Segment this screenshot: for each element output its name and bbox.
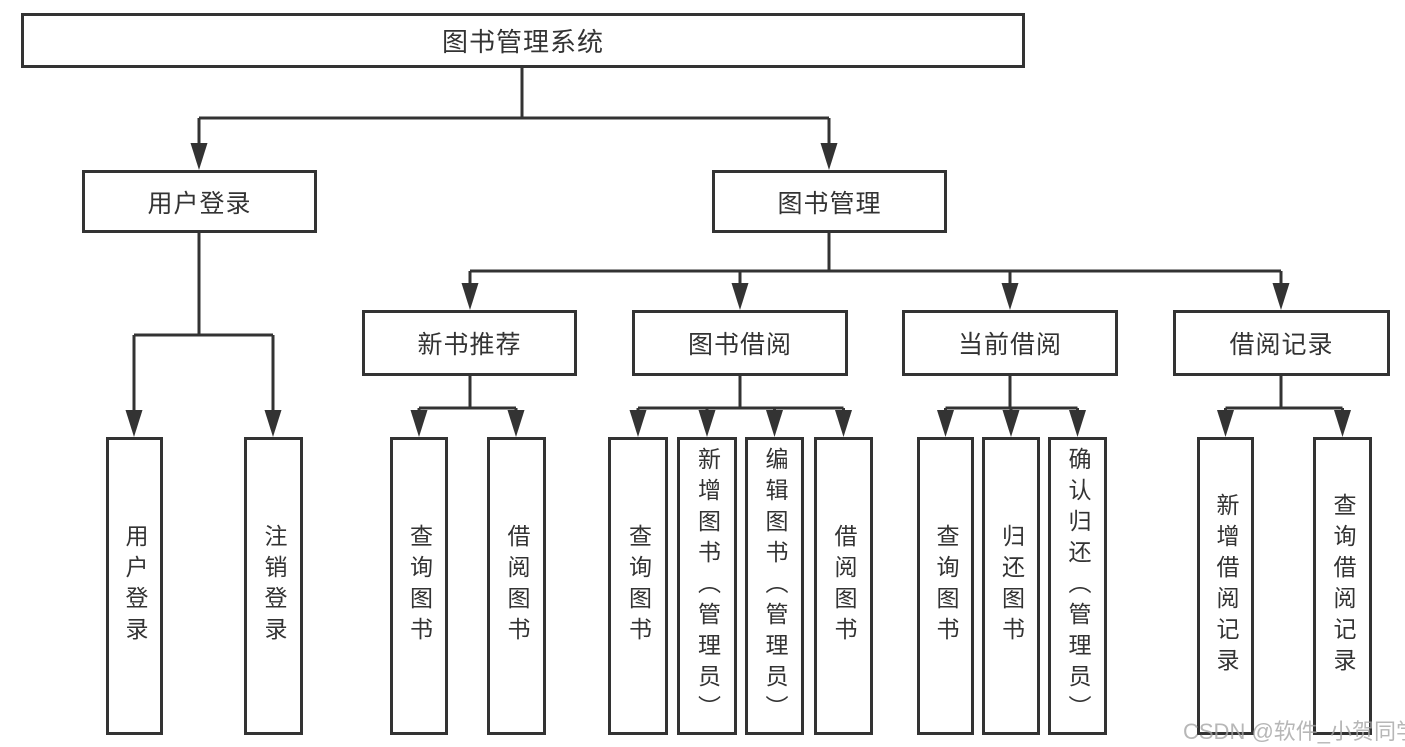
arrow-leaf-query-c (937, 410, 954, 437)
leaf-label: 用户登录 (122, 524, 148, 648)
leaf-label: 查询图书 (625, 524, 652, 648)
leaf-label: 查询图书 (406, 524, 433, 648)
arrow-leaf-query-record (1334, 410, 1351, 437)
edge-mgmt-trunk (468, 233, 1283, 285)
arrow-current (1001, 283, 1019, 310)
leaf-add-book-admin: 新增图书（管理员） (677, 437, 737, 735)
leaf-borrow-books-recommend: 借阅图书 (487, 437, 546, 735)
arrow-leaf-add-record (1217, 410, 1234, 437)
node-current-borrowing: 当前借阅 (902, 310, 1118, 376)
node-label: 当前借阅 (957, 331, 1062, 359)
node-book-borrowing: 图书借阅 (632, 310, 848, 376)
node-label: 图书管理系统 (441, 27, 604, 57)
leaf-add-borrow-record: 新增借阅记录 (1197, 437, 1254, 735)
node-new-book-recommend: 新书推荐 (362, 310, 577, 376)
node-label: 图书管理 (777, 189, 882, 218)
arrow-records (1272, 283, 1290, 310)
node-label: 新书推荐 (417, 331, 522, 359)
leaf-confirm-return-admin: 确认归还（管理员） (1048, 437, 1107, 735)
leaf-label: 查询借阅记录 (1330, 493, 1356, 679)
edge-current-trunk (944, 376, 1079, 414)
edge-recommend-trunk (417, 376, 518, 414)
csdn-watermark: CSDN @软件_小贺同学 (1183, 719, 1405, 744)
arrow-leaf-query-b (629, 410, 647, 437)
edge-records-trunk (1224, 376, 1344, 414)
node-label: 借阅记录 (1229, 331, 1334, 359)
leaf-label: 借阅图书 (504, 524, 530, 648)
leaf-label: 新增借阅记录 (1213, 493, 1239, 679)
leaf-edit-book-admin: 编辑图书（管理员） (745, 437, 804, 735)
arrow-login (190, 143, 208, 170)
leaf-label: 确认归还（管理员） (1065, 446, 1091, 726)
leaf-query-books-current: 查询图书 (917, 437, 974, 735)
leaf-query-books-borrow: 查询图书 (608, 437, 668, 735)
node-label: 用户登录 (147, 189, 252, 218)
arrow-mgmt (820, 143, 838, 170)
arrow-leaf-add-book (698, 410, 716, 437)
leaf-label: 查询图书 (933, 524, 959, 648)
node-book-management: 图书管理 (712, 170, 947, 233)
leaf-query-books-recommend: 查询图书 (390, 437, 448, 735)
leaf-label: 注销登录 (261, 524, 287, 648)
node-label: 图书借阅 (687, 331, 792, 359)
arrow-leaf-borrow-b (835, 410, 852, 437)
arrow-leaf-edit-book (766, 410, 783, 437)
arrow-leaf-confirm (1069, 410, 1086, 437)
arrow-leaf-user-login (125, 410, 143, 437)
arrow-leaf-query-a (410, 410, 428, 437)
arrow-leaf-logout (264, 410, 282, 437)
leaf-label: 新增图书（管理员） (694, 446, 721, 726)
leaf-return-books: 归还图书 (982, 437, 1040, 735)
leaf-label: 编辑图书（管理员） (762, 446, 788, 726)
arrow-leaf-return (1002, 410, 1020, 437)
node-library-system: 图书管理系统 (21, 13, 1025, 68)
edge-root-trunk (197, 68, 831, 146)
arrow-recommend (461, 283, 479, 310)
arrow-leaf-borrow-a (507, 410, 525, 437)
leaf-logout: 注销登录 (244, 437, 303, 735)
leaf-label: 借阅图书 (831, 524, 857, 648)
leaf-label: 归还图书 (998, 524, 1025, 648)
edge-borrow-trunk (636, 376, 845, 414)
arrow-borrow (731, 283, 749, 310)
node-borrowing-records: 借阅记录 (1173, 310, 1390, 376)
leaf-query-borrow-record: 查询借阅记录 (1313, 437, 1372, 735)
node-user-login: 用户登录 (82, 170, 317, 233)
edge-login-trunk (132, 233, 275, 412)
leaf-borrow-books: 借阅图书 (814, 437, 873, 735)
leaf-user-login: 用户登录 (106, 437, 163, 735)
